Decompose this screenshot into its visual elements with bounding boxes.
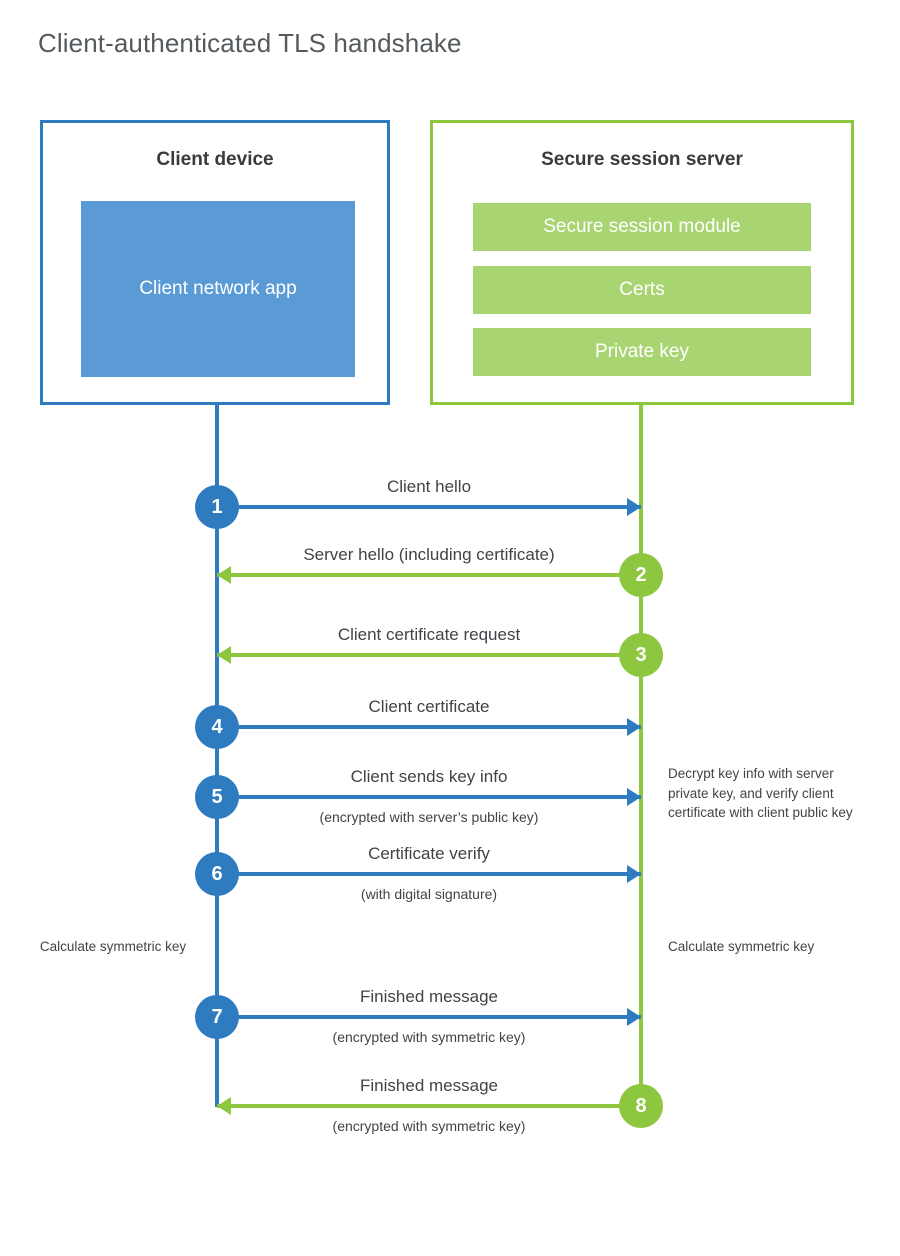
- client-calculate-symmetric-key-note: Calculate symmetric key: [39, 939, 187, 954]
- client-network-app-block: Client network app: [81, 201, 355, 377]
- arrow-head-step-4: [627, 718, 641, 736]
- message-sublabel-step-8: (encrypted with symmetric key): [332, 1118, 526, 1134]
- arrow-line-step-6: [217, 872, 641, 876]
- message-sublabel-step-6: (with digital signature): [360, 886, 498, 902]
- arrow-head-step-7: [627, 1008, 641, 1026]
- message-label-step-3: Client certificate request: [337, 625, 521, 644]
- step-circle-7[interactable]: 7: [195, 995, 239, 1039]
- client-lifeline: [215, 404, 219, 1107]
- arrow-line-step-8: [217, 1104, 641, 1108]
- arrow-head-step-3: [217, 646, 231, 664]
- message-sublabel-step-5: (encrypted with server’s public key): [319, 809, 539, 825]
- arrow-line-step-4: [217, 725, 641, 729]
- arrow-head-step-2: [217, 566, 231, 584]
- message-label-step-1: Client hello: [386, 477, 472, 496]
- server-component-certs: Certs: [473, 266, 811, 314]
- server-component-secure-session-module: Secure session module: [473, 203, 811, 251]
- step-circle-5[interactable]: 5: [195, 775, 239, 819]
- message-label-step-7: Finished message: [360, 987, 498, 1006]
- arrow-line-step-2: [217, 573, 641, 577]
- message-label-step-6: Certificate verify: [368, 844, 490, 863]
- arrow-head-step-1: [627, 498, 641, 516]
- arrow-head-step-8: [217, 1097, 231, 1115]
- server-lifeline: [639, 404, 643, 1107]
- step-circle-3[interactable]: 3: [619, 633, 663, 677]
- server-decrypt-note: Decrypt key info with server private key…: [668, 766, 853, 821]
- step-circle-8[interactable]: 8: [619, 1084, 663, 1128]
- secure-session-server-box: Secure session server Secure session mod…: [430, 120, 854, 405]
- message-label-step-8: Finished message: [360, 1076, 498, 1095]
- secure-session-server-title: Secure session server: [541, 149, 743, 170]
- arrow-head-step-6: [627, 865, 641, 883]
- page-title: Client-authenticated TLS handshake: [38, 28, 462, 58]
- client-device-title: Client device: [156, 149, 274, 170]
- arrow-line-step-3: [217, 653, 641, 657]
- server-component-private-key: Private key: [473, 328, 811, 376]
- message-label-step-4: Client certificate: [368, 697, 490, 716]
- arrow-line-step-1: [217, 505, 641, 509]
- arrow-head-step-5: [627, 788, 641, 806]
- message-label-step-2: Server hello (including certificate): [303, 545, 555, 564]
- step-circle-2[interactable]: 2: [619, 553, 663, 597]
- arrow-line-step-5: [217, 795, 641, 799]
- step-circle-6[interactable]: 6: [195, 852, 239, 896]
- step-circle-4[interactable]: 4: [195, 705, 239, 749]
- message-label-step-5: Client sends key info: [350, 767, 508, 786]
- server-calculate-symmetric-key-note: Calculate symmetric key: [668, 939, 815, 954]
- message-sublabel-step-7: (encrypted with symmetric key): [332, 1029, 526, 1045]
- arrow-line-step-7: [217, 1015, 641, 1019]
- client-device-box: Client device Client network app: [40, 120, 390, 405]
- step-circle-1[interactable]: 1: [195, 485, 239, 529]
